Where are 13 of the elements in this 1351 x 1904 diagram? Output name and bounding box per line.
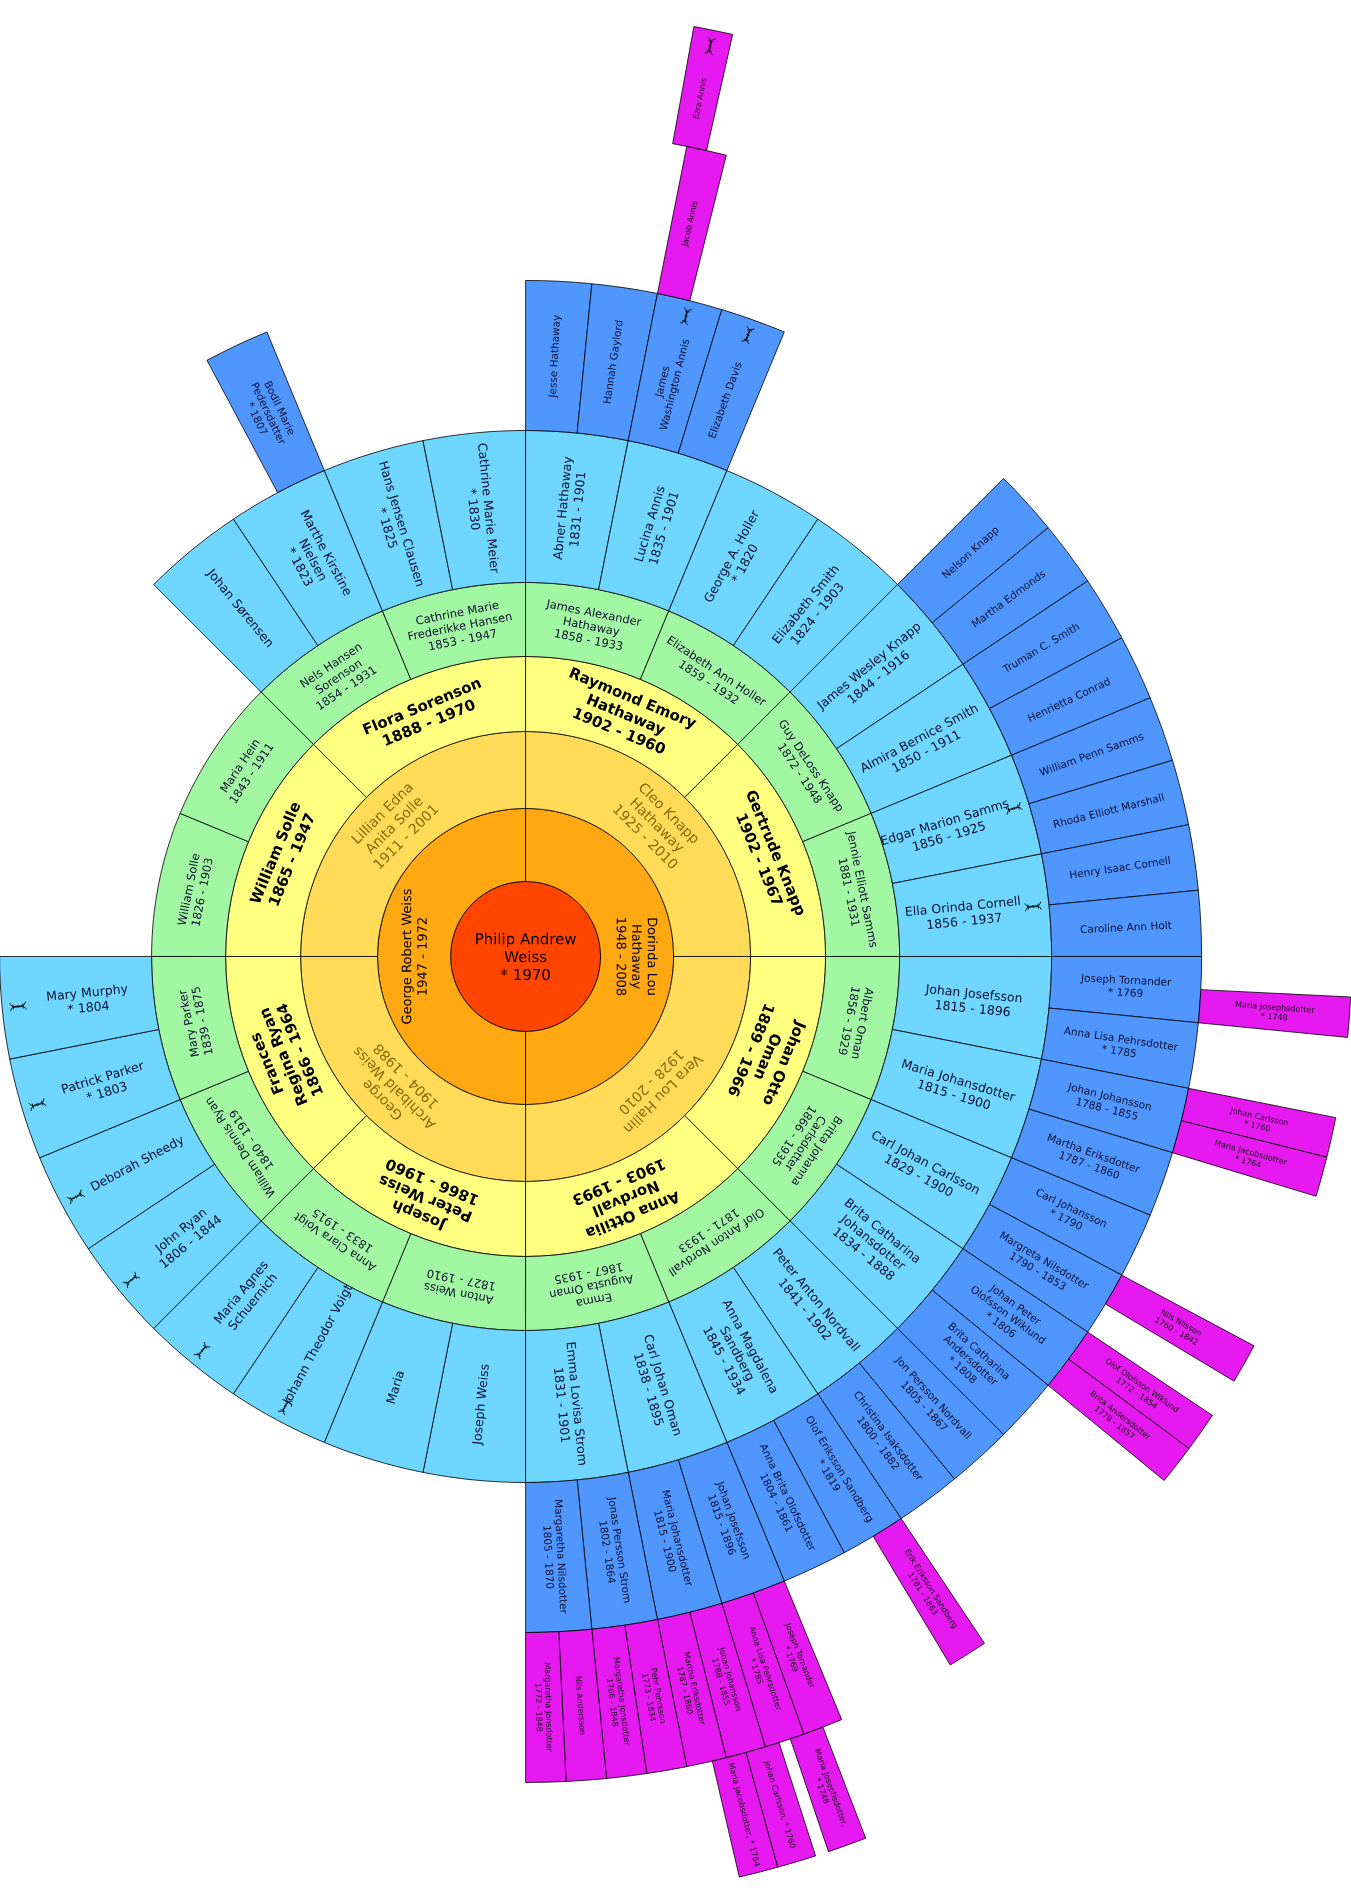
ancestor-sector: Caroline Ann Holt [1048,889,1202,957]
ancestor-sector: Mary Murphy * 1804 [0,956,160,1060]
ancestor-sector: Emma Lovisa Strom 1831 - 1901 [525,1322,629,1483]
ancestor-sector: Abner Hathaway 1831 - 1901 [525,430,629,591]
ancestor-sector: Anton Weiss 1827 - 1910 [382,1233,526,1331]
ancestor-sector: Jesse Hathaway [525,280,593,434]
ancestor-sector: Joseph Tornander * 1769 [1048,956,1203,1024]
ancestor-sector: Johan Josefsson 1815 - 1896 [892,956,1052,1060]
ancestor-sector: Margaretha Nilsdotter 1805 - 1870 [525,1479,593,1633]
ancestor-sector: Joseph Weiss [422,1322,526,1483]
ancestor-sector: Cathrine Marie Meier * 1830 [422,430,526,591]
ancestor-sector: William Solle 1826 - 1903 [151,812,249,957]
ancestor-sector: Ella Orinda Cornell 1856 - 1937 [892,853,1052,957]
